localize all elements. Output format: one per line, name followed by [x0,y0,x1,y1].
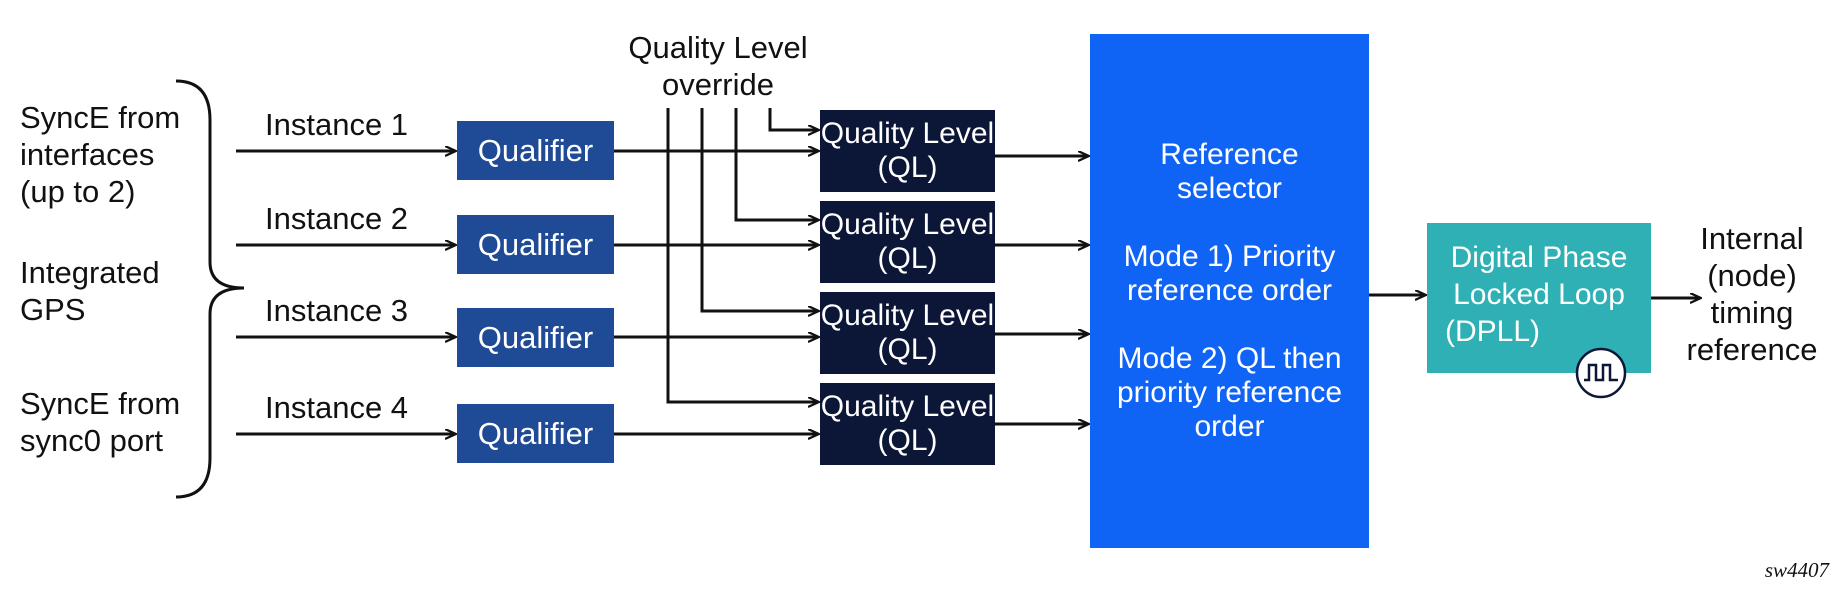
output-line: timing [1710,295,1794,330]
source-line: (up to 2) [20,174,136,209]
quality-level-box-4: Quality Level (QL) [820,383,995,465]
selector-mode1: reference order [1126,274,1333,307]
override-line-4 [666,108,818,402]
source-synce-sync0: SyncE from sync0 port [20,385,180,459]
selector-mode2: Mode 2) QL then [1117,342,1342,375]
instance-label-4: Instance 4 [265,390,409,425]
qualifier-label: Qualifier [477,132,594,168]
qualifier-box-2: Qualifier [457,215,614,274]
reference-selector-box: Reference selector Mode 1) Priority refe… [1090,34,1369,548]
ql-title: Quality Level [820,299,995,332]
source-integrated-gps: Integrated GPS [20,254,160,328]
dpll-line: (DPLL) [1445,315,1541,348]
qualifier-label: Qualifier [477,226,594,262]
selector-mode2: priority reference [1116,376,1343,409]
output-label: Internal (node) timing reference [1672,220,1832,368]
qualifier-box-1: Qualifier [457,121,614,180]
ql-title: Quality Level [820,117,995,150]
output-line: reference [1686,332,1818,367]
instance-label-2: Instance 2 [265,201,409,236]
override-label: Quality Level override [618,29,818,103]
ql-subtitle: (QL) [877,333,938,366]
dpll-line: Digital Phase [1450,241,1628,274]
ql-subtitle: (QL) [877,151,938,184]
instance-label-1: Instance 1 [265,107,409,142]
ql-title: Quality Level [820,390,995,423]
qualifier-box-3: Qualifier [457,308,614,367]
override-line-2 [734,108,818,220]
quality-level-box-3: Quality Level (QL) [820,292,995,374]
dpll-box: Digital Phase Locked Loop (DPLL) [1427,223,1651,373]
selector-mode1: Mode 1) Priority [1123,240,1336,273]
source-synce-interfaces: SyncE from interfaces (up to 2) [20,99,180,210]
quality-level-box-2: Quality Level (QL) [820,201,995,283]
output-line: (node) [1707,258,1797,293]
ql-subtitle: (QL) [877,424,938,457]
figure-id: sw4407 [1764,558,1829,582]
selector-title: Reference [1160,138,1299,171]
source-line: Integrated [20,255,160,290]
qualifier-label: Qualifier [477,319,594,355]
source-line: interfaces [20,137,155,172]
ql-subtitle: (QL) [877,242,938,275]
instance-label-3: Instance 3 [265,293,409,328]
source-line: GPS [20,292,86,327]
override-line: override [662,67,774,102]
source-line: sync0 port [20,423,164,458]
source-line: SyncE from [20,386,181,421]
override-line-1 [768,108,818,130]
source-line: SyncE from [20,100,181,135]
source-brace [175,79,245,499]
ql-title: Quality Level [820,208,995,241]
quality-level-box-1: Quality Level (QL) [820,110,995,192]
qualifier-box-4: Qualifier [457,404,614,463]
override-line-3 [700,108,818,311]
selector-mode2: order [1194,410,1265,443]
selector-title: selector [1176,172,1283,205]
dpll-line: Locked Loop [1453,278,1625,311]
square-wave-icon [1575,347,1627,399]
override-line: Quality Level [628,30,808,65]
output-line: Internal [1700,221,1804,256]
qualifier-label: Qualifier [477,415,594,451]
